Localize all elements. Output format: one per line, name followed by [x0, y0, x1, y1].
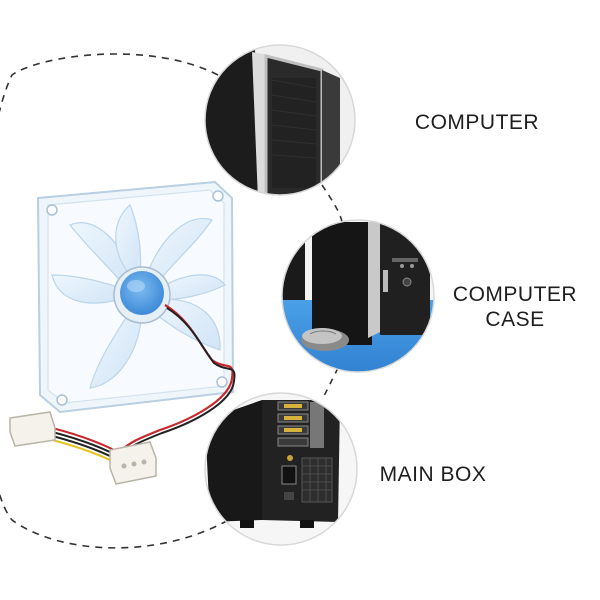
computer-tower-image: [204, 44, 356, 196]
label-computer: COMPUTER: [414, 111, 540, 134]
dashed-connector-1: [321, 184, 343, 223]
label-computer-case: COMPUTER CASE: [440, 282, 590, 332]
dashed-connector-2: [321, 367, 339, 401]
label-main-box: MAIN BOX: [379, 463, 487, 486]
computer-case-image: [281, 219, 435, 373]
label-computer-case-line1: COMPUTER: [452, 283, 578, 306]
label-computer-case-line2: CASE: [485, 308, 545, 331]
fan-image: [9, 180, 236, 485]
main-box-image: [204, 392, 358, 546]
dashed-guide-arc: [0, 53, 233, 549]
